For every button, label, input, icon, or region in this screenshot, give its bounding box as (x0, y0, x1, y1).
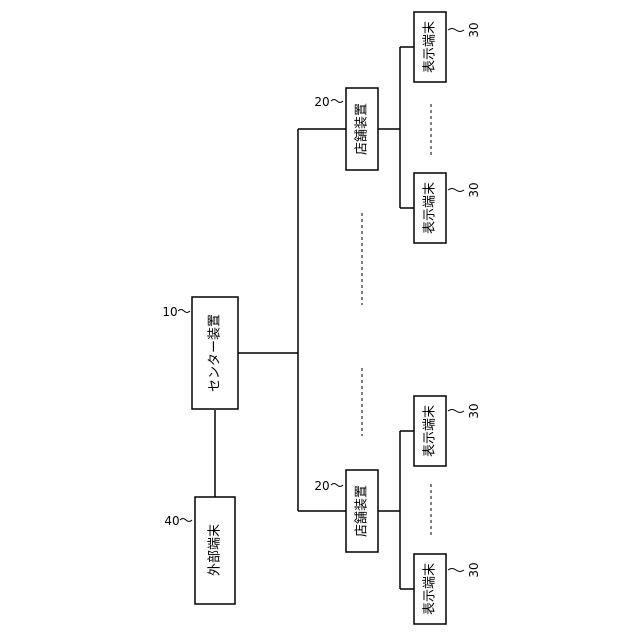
store-bottom-ref-leader (331, 484, 343, 487)
store-bottom-ref-number: 20 (314, 479, 329, 493)
display-terminal-2-label: 表示端末 (423, 182, 438, 234)
display-terminal-1: 表示端末 30 (414, 12, 481, 82)
center-device-label: センター装置 (208, 314, 223, 392)
store-device-bottom-label: 店舗装置 (355, 485, 370, 537)
terminal-1-ref-leader (448, 29, 464, 32)
display-terminal-4: 表示端末 30 (414, 554, 481, 624)
terminal-4-ref-leader (448, 569, 464, 572)
external-terminal-label: 外部端末 (208, 524, 223, 576)
external-ref-number: 40 (164, 514, 179, 528)
display-terminal-3: 表示端末 30 (414, 396, 481, 466)
terminal-4-ref-number: 30 (467, 562, 481, 577)
display-terminal-4-label: 表示端末 (423, 563, 438, 615)
external-terminal: 外部端末 40 (164, 497, 235, 604)
terminal-3-ref-leader (448, 410, 464, 413)
center-ref-number: 10 (162, 305, 177, 319)
store-top-ref-leader (331, 100, 343, 103)
display-terminal-1-label: 表示端末 (423, 21, 438, 73)
store-device-top-label: 店舗装置 (355, 103, 370, 155)
display-terminal-3-label: 表示端末 (423, 405, 438, 457)
display-terminal-2: 表示端末 30 (414, 173, 481, 243)
terminal-1-ref-number: 30 (467, 22, 481, 37)
center-ref-leader (178, 310, 190, 313)
external-ref-leader (180, 519, 192, 522)
terminal-2-ref-leader (448, 189, 464, 192)
store-top-ref-number: 20 (314, 95, 329, 109)
terminal-2-ref-number: 30 (467, 182, 481, 197)
terminal-3-ref-number: 30 (467, 403, 481, 418)
connectors (215, 47, 414, 589)
center-device: センター装置 10 (162, 297, 238, 409)
